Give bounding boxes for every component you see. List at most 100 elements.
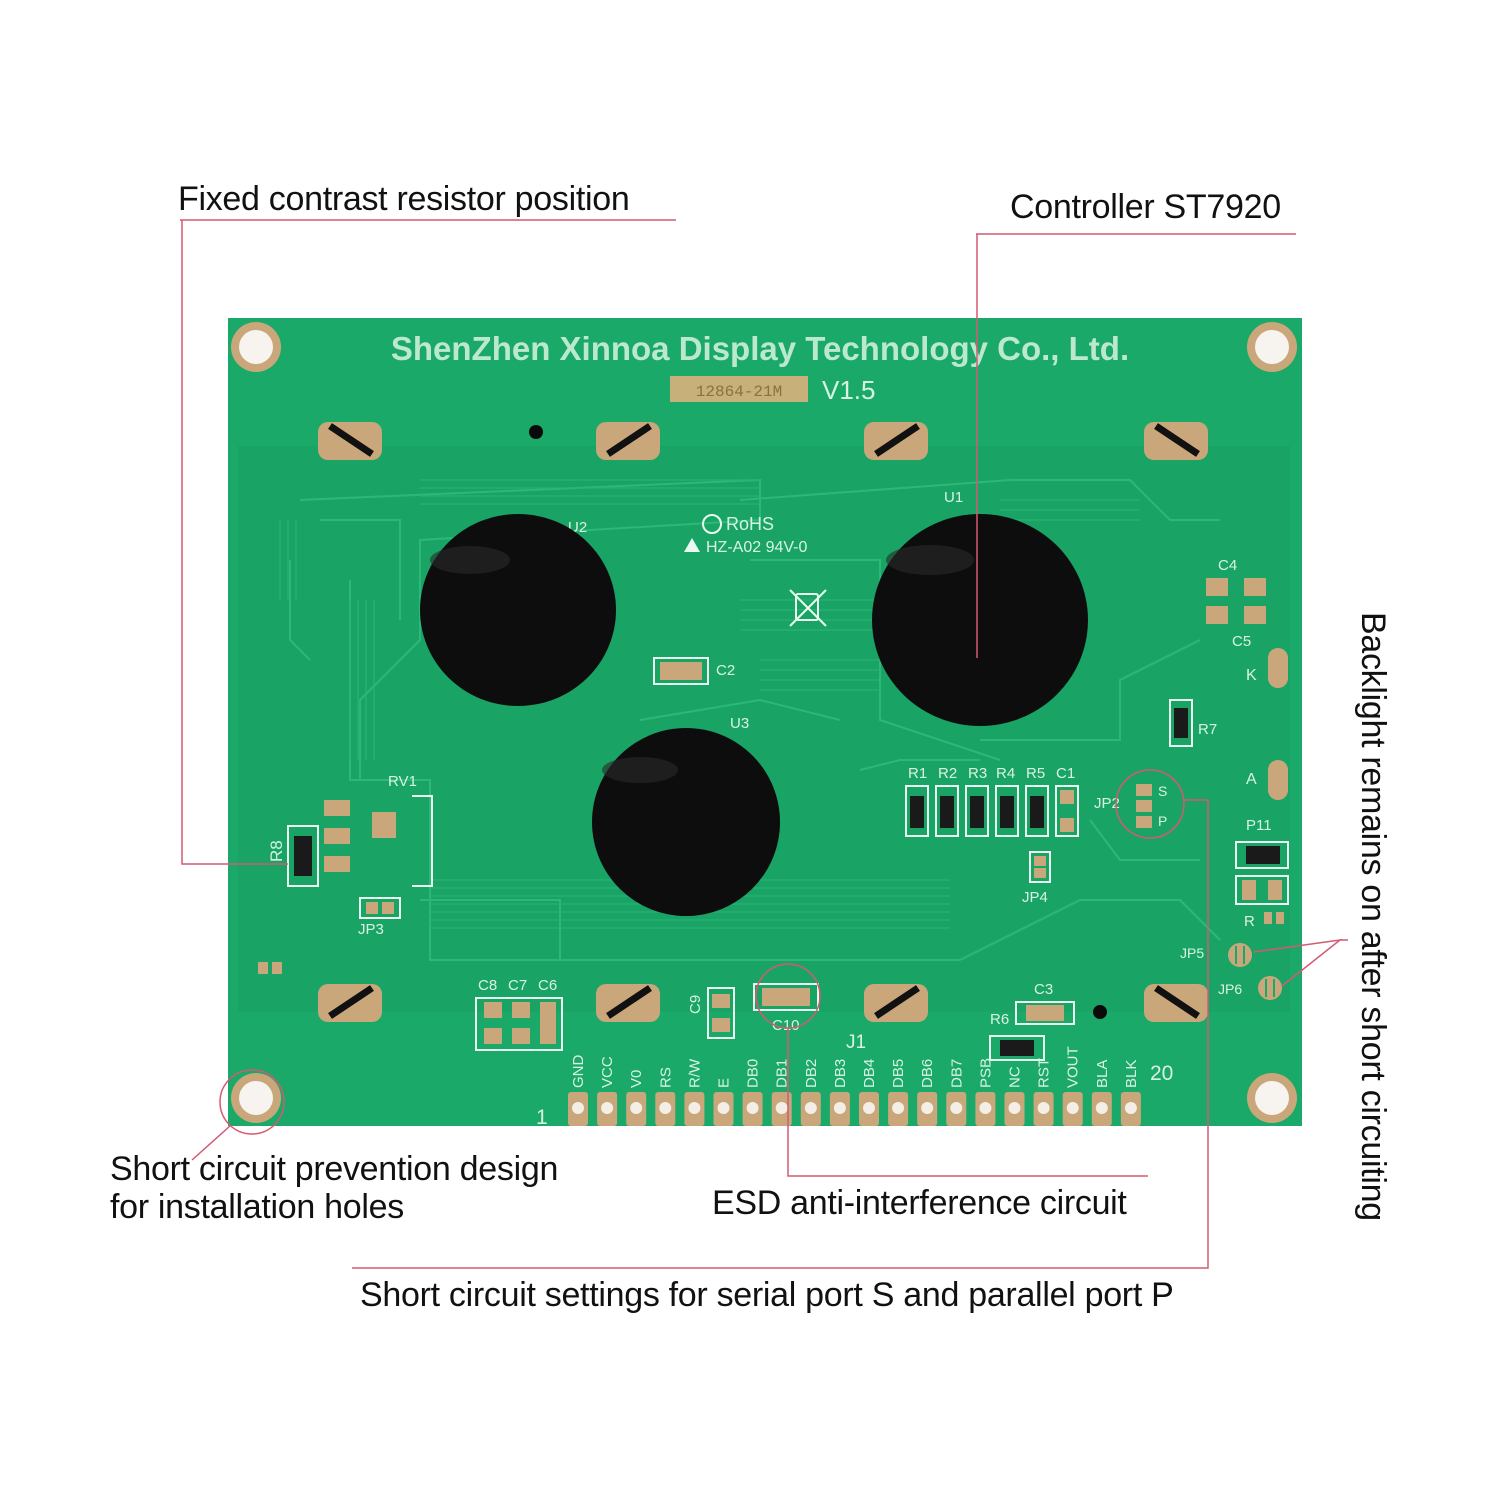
- connector-hole: [979, 1102, 992, 1114]
- c8-pad: [484, 1028, 502, 1044]
- jp6-gap: [1265, 979, 1275, 997]
- clip-solder: [1154, 985, 1200, 1019]
- pin-label: BLK: [1123, 1060, 1140, 1088]
- model-label-box: [670, 376, 808, 402]
- jp5-gap: [1235, 946, 1245, 964]
- connector-hole: [950, 1102, 963, 1114]
- c7-pad: [512, 1028, 530, 1044]
- jp2-pad-mid: [1136, 800, 1152, 812]
- c10-label: C10: [772, 1017, 800, 1034]
- p11-outline: [1235, 841, 1289, 869]
- jp4-pad: [1034, 856, 1046, 866]
- connector-hole: [630, 1102, 643, 1114]
- connector-pads: [568, 1092, 1141, 1126]
- blob-highlight: [886, 545, 974, 575]
- pin-label: DB5: [890, 1059, 907, 1088]
- connector-hole: [892, 1102, 905, 1114]
- c4-pad: [1244, 578, 1266, 596]
- small-pad: [258, 962, 268, 974]
- c9-outline: [707, 987, 735, 1039]
- pin-label: NC: [1007, 1066, 1024, 1088]
- c1-pad: [1060, 818, 1074, 832]
- controller-leader: [976, 233, 1296, 658]
- pin-label: RS: [657, 1067, 674, 1088]
- r2-label: R2: [938, 765, 957, 782]
- jp3-label: JP3: [358, 921, 384, 938]
- connector-hole: [1095, 1102, 1108, 1114]
- pin-label: VOUT: [1065, 1046, 1082, 1088]
- c4-label: C4: [1218, 557, 1237, 574]
- c7-pad: [512, 1002, 530, 1018]
- pin-label: R/W: [686, 1058, 703, 1088]
- clip-solder: [874, 423, 920, 457]
- connector-hole: [572, 1102, 584, 1114]
- version-label: V1.5: [822, 375, 876, 405]
- r6-outline: [989, 1035, 1045, 1061]
- pin-label: GND: [570, 1055, 587, 1089]
- jp3-outline: [359, 897, 401, 919]
- pin-label: PSB: [977, 1058, 994, 1088]
- p11-label: P11: [1246, 817, 1272, 834]
- jp6-pad: [1258, 976, 1282, 1000]
- r5-label: R5: [1026, 765, 1045, 782]
- jp2-label: JP2: [1094, 795, 1120, 812]
- r3-outline: [965, 785, 989, 837]
- pin-label: DB7: [948, 1059, 965, 1088]
- jp5-label: JP5: [1180, 945, 1204, 961]
- warning-triangle-icon: [684, 538, 700, 552]
- a-pad: [1268, 760, 1288, 800]
- r4-component: [1000, 796, 1014, 828]
- c9-pad: [712, 994, 730, 1008]
- mounting-hole-center: [1255, 1081, 1289, 1115]
- contrast-leader: [180, 219, 676, 865]
- rohs-mark: RoHS: [726, 514, 774, 534]
- c5-pad: [1244, 606, 1266, 624]
- rv1-outline: [412, 795, 433, 887]
- esd-callout: ESD anti-interference circuit: [712, 1184, 1127, 1222]
- jp5-pad: [1228, 943, 1252, 967]
- holes-callout-line2: for installation holes: [110, 1188, 404, 1226]
- a-label: A: [1246, 771, 1257, 788]
- c2-label: C2: [716, 662, 735, 679]
- callout-lines: [180, 219, 1348, 1269]
- r-small-pad: [1264, 912, 1272, 924]
- connector-hole: [833, 1102, 846, 1114]
- r4-label: R4: [996, 765, 1015, 782]
- r8-component: [294, 836, 312, 876]
- connector-hole: [601, 1102, 614, 1114]
- jp2-pad-s: [1136, 784, 1152, 796]
- jp3-pad: [382, 902, 394, 914]
- clip-solder: [1154, 423, 1200, 457]
- jp4-label: JP4: [1022, 889, 1048, 906]
- c7-label: C7: [508, 977, 527, 994]
- serial-leader: [352, 799, 1209, 1269]
- clip-solder: [606, 985, 652, 1019]
- mounting-holes: [231, 322, 1297, 1123]
- connector-hole: [717, 1102, 730, 1114]
- c5-label: C5: [1232, 633, 1251, 650]
- rv1-label: RV1: [388, 773, 417, 790]
- c3-component: [1026, 1005, 1064, 1021]
- c6-label: C6: [538, 977, 557, 994]
- pcb-inner-area: [238, 446, 1290, 1012]
- connector-hole: [804, 1102, 817, 1114]
- rv1-pad-large: [372, 812, 396, 838]
- c1-outline: [1055, 785, 1079, 837]
- c-group-outline: [475, 997, 563, 1051]
- c2-component: [660, 662, 702, 680]
- serial-callout: Short circuit settings for serial port S…: [360, 1276, 1174, 1314]
- blob-highlight: [430, 546, 510, 574]
- pin-label: E: [716, 1078, 733, 1088]
- r6-component: [1000, 1040, 1034, 1056]
- r-pad: [1242, 880, 1256, 900]
- r5-outline: [1025, 785, 1049, 837]
- r7-component: [1174, 708, 1188, 738]
- pin-label: DB1: [774, 1059, 791, 1088]
- connector-hole: [921, 1102, 934, 1114]
- contrast-callout: Fixed contrast resistor position: [178, 180, 630, 218]
- mounting-hole-center: [239, 1081, 273, 1115]
- esd-leader: [787, 1028, 1148, 1177]
- r2-component: [940, 796, 954, 828]
